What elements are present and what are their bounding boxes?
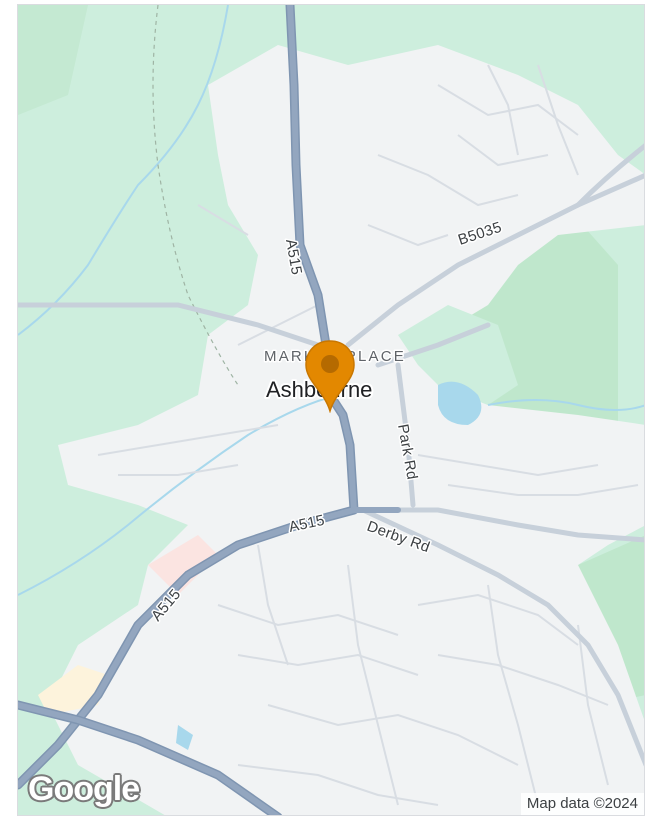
road-b5035 [345,173,644,348]
map-viewport[interactable]: A515 B5035 Park Rd Derby Rd A515 A515 MA… [17,4,645,816]
map-canvas[interactable]: A515 B5035 Park Rd Derby Rd A515 A515 MA… [18,5,645,816]
secondary-roads [18,143,644,767]
pond [176,725,193,750]
road-derby-rd [360,507,644,767]
river [487,399,644,411]
footpath [152,5,239,386]
map-attribution[interactable]: Map data ©2024 [520,793,644,815]
lake [438,381,482,425]
road-park-rd [395,362,416,508]
woodland-area [18,5,88,115]
stream [18,5,229,336]
landuse-patch [148,535,218,595]
map-pin-icon[interactable] [304,339,356,413]
google-logo[interactable]: Google [28,770,140,808]
residential-streets [97,64,639,806]
river [18,394,339,596]
primary-roads [18,5,401,815]
park-area [398,305,518,405]
